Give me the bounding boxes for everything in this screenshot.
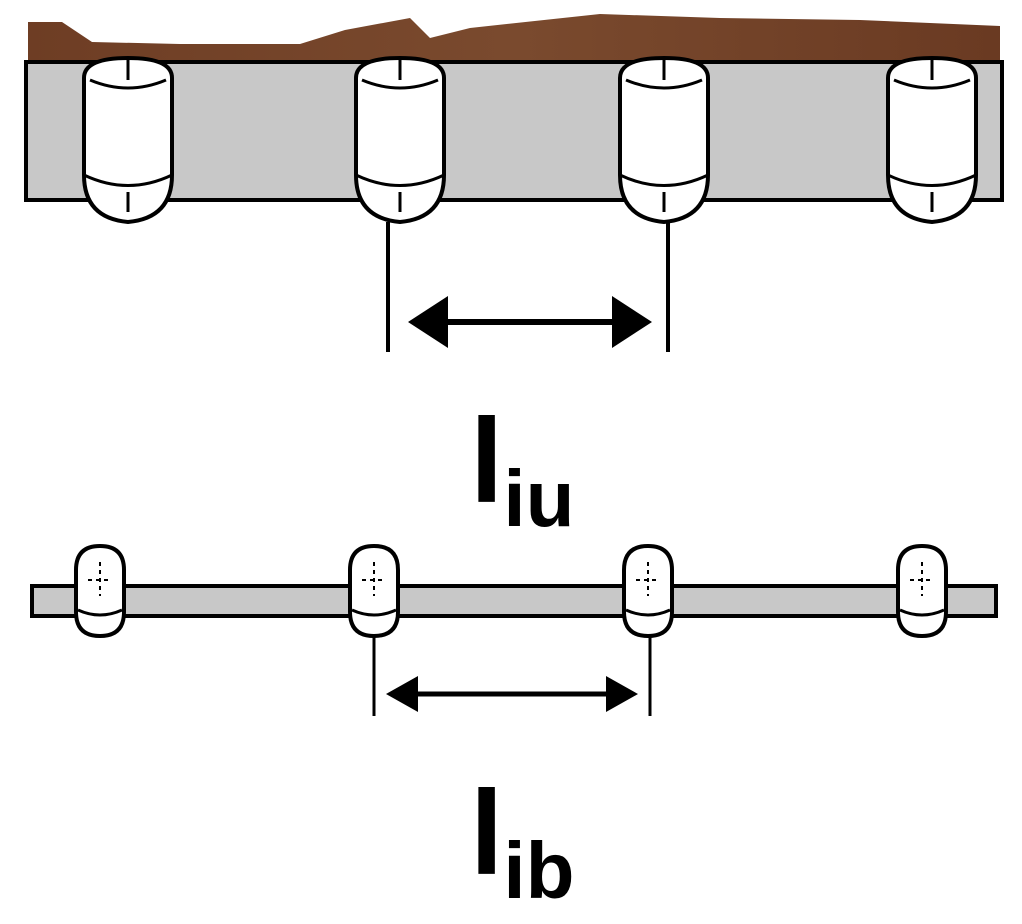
bottom-anchor-4 (896, 543, 948, 639)
bottom-anchor-2 (348, 543, 400, 639)
top-panel: liu (24, 14, 1004, 543)
top-anchor-3 (618, 55, 710, 225)
top-anchor-2 (354, 55, 446, 225)
top-spacing-label: liu (470, 394, 574, 543)
top-anchor-4 (886, 55, 978, 225)
bottom-spacing-label: lib (470, 766, 574, 915)
bottom-plate (30, 584, 998, 618)
bottom-dimension-arrow (386, 676, 638, 712)
top-spacing-label-sub: iu (503, 454, 574, 543)
bottom-anchor-3 (622, 543, 674, 639)
bottom-anchor-1 (74, 543, 126, 639)
soil-layer (28, 14, 1000, 62)
top-anchor-1 (82, 55, 174, 225)
bottom-spacing-label-sub: ib (503, 826, 574, 915)
bottom-spacing-label-main: l (470, 766, 503, 900)
top-spacing-label-main: l (470, 394, 503, 528)
top-plate (24, 60, 1004, 202)
bottom-panel: lib (30, 543, 998, 915)
top-dimension-arrow (408, 296, 652, 348)
